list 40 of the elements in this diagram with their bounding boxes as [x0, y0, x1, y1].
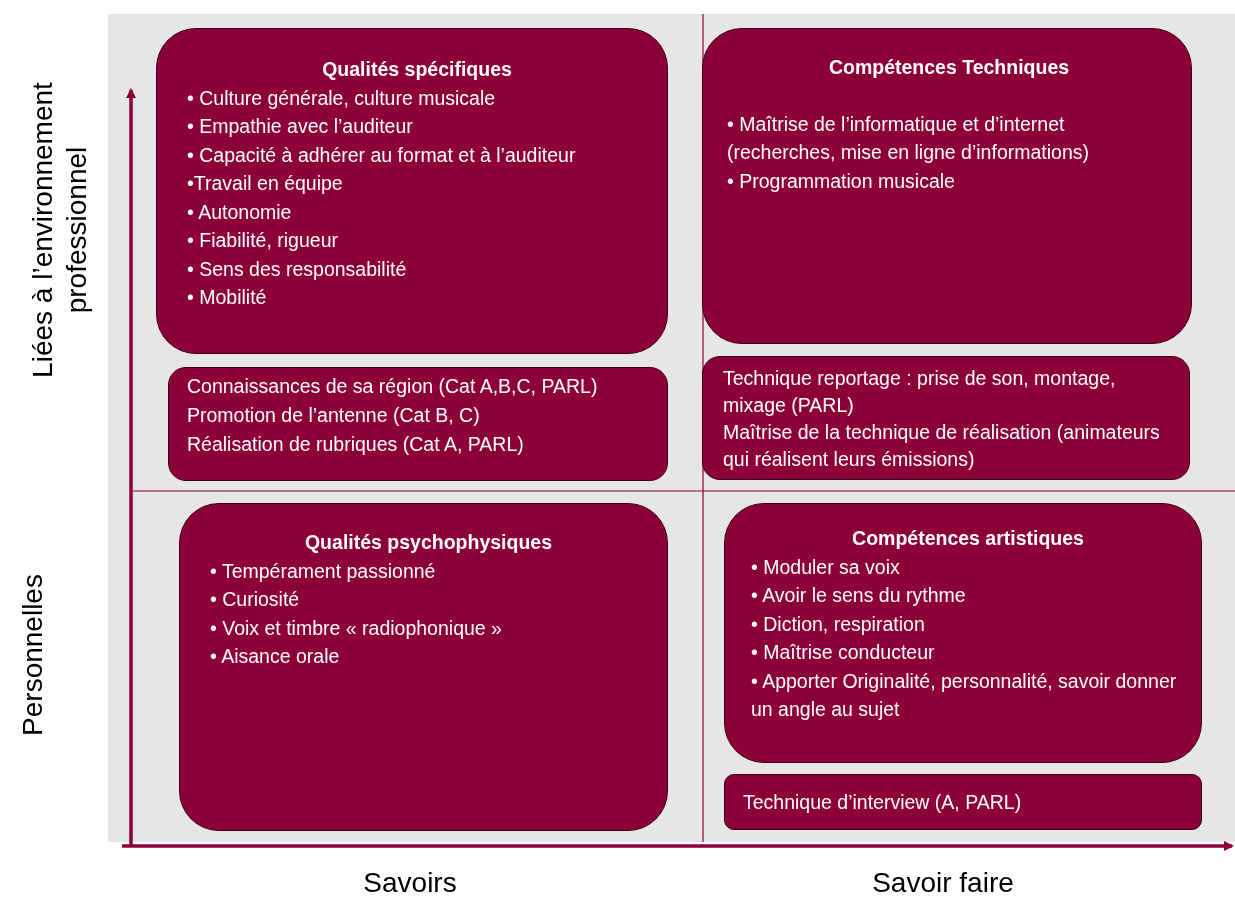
- bullet-item: • Maîtrise conducteur: [751, 640, 936, 665]
- box-heading: Compétences Techniques: [827, 55, 1071, 80]
- text-line: Maîtrise de la technique de réalisation (animateurs qui réalisent leurs émissions): [723, 420, 1161, 472]
- axis-label: Liées à l’environnement professionnel: [26, 81, 93, 380]
- text-line: Promotion de l’antenne (Cat B, C): [187, 403, 481, 428]
- bullet-item: • Capacité à adhérer au format et à l’auditeur: [187, 142, 577, 168]
- axis-label: Savoir faire: [871, 866, 1015, 897]
- bullet-item: •Travail en équipe: [187, 171, 344, 196]
- bullet-item: • Programmation musicale: [727, 168, 956, 194]
- axis-label: Personnelles: [16, 573, 49, 738]
- box-heading: Qualités psychophysiques: [303, 530, 554, 555]
- bullet-item: • Maîtrise de l’informatique et d’internet (recherches, mise en ligne d’informations): [727, 111, 1090, 165]
- box-heading: Compétences artistiques: [851, 526, 1085, 551]
- axis-label: Savoirs: [362, 866, 458, 897]
- bullet-item: • Tempérament passionné: [210, 558, 437, 584]
- text-line: Technique d’interview (A, PARL): [743, 790, 1023, 815]
- bullet-item: • Moduler sa voix: [751, 554, 901, 580]
- rounded-box: [179, 503, 668, 831]
- rounded-box: [702, 356, 1190, 480]
- bullet-item: • Avoir le sens du rythme: [751, 583, 967, 608]
- text-line: Réalisation de rubriques (Cat A, PARL): [187, 432, 525, 457]
- bullet-item: • Curiosité: [210, 587, 301, 612]
- bullet-item: • Diction, respiration: [751, 611, 926, 637]
- bullet-item: • Mobilité: [187, 285, 268, 310]
- bullet-item: • Sens des responsabilité: [187, 256, 408, 282]
- rounded-box: [724, 774, 1202, 830]
- rounded-box: [156, 28, 668, 354]
- rounded-box: [168, 367, 668, 481]
- bullet-item: • Autonomie: [187, 199, 293, 225]
- bullet-item: • Culture générale, culture musicale: [187, 85, 497, 111]
- text-line: Technique reportage : prise de son, montage, mixage (PARL): [723, 366, 1117, 418]
- bullet-item: • Fiabilité, rigueur: [187, 228, 339, 253]
- rounded-box: [702, 28, 1192, 344]
- text-line: Connaissances de sa région (Cat A,B,C, PARL): [187, 374, 599, 399]
- rounded-box: [724, 503, 1202, 763]
- box-heading: Qualités spécifiques: [321, 57, 513, 82]
- bullet-item: • Apporter Originalité, personnalité, savoir donner un angle au sujet: [751, 668, 1178, 722]
- bullet-item: • Aisance orale: [210, 644, 341, 669]
- bullet-item: • Empathie avec l’auditeur: [187, 114, 414, 139]
- bullet-item: • Voix et timbre « radiophonique »: [210, 615, 503, 641]
